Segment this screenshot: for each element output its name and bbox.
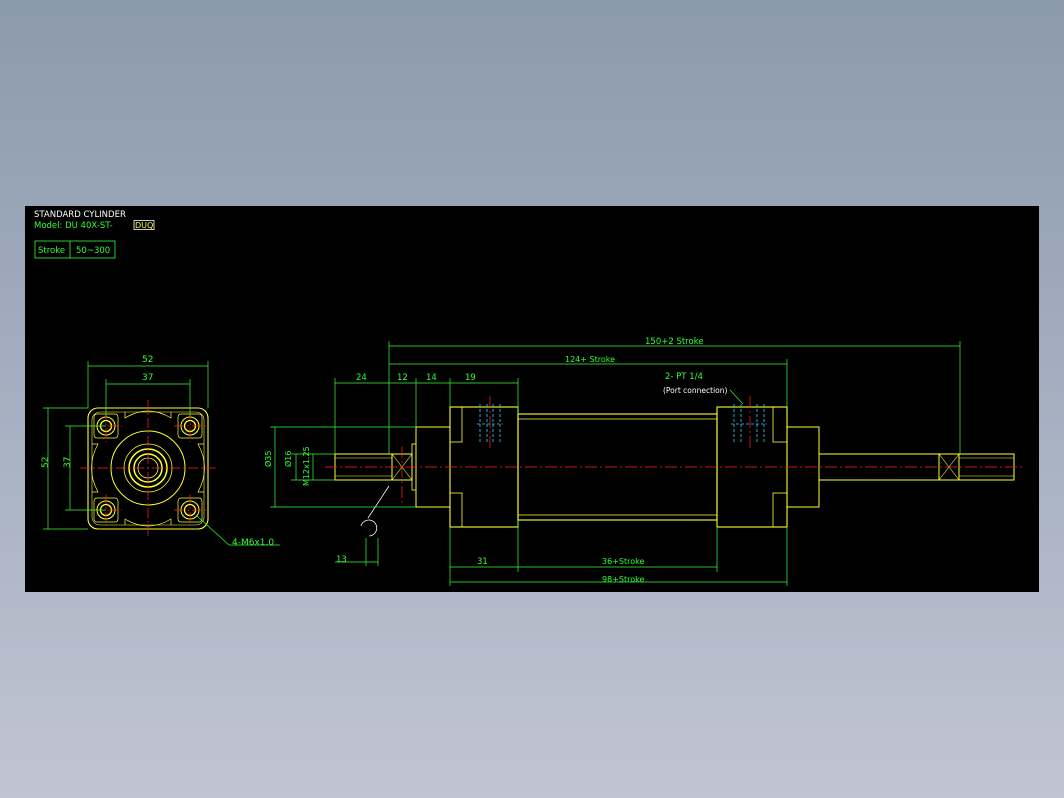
side-dimension-lines xyxy=(270,341,961,586)
model-label: Model: DU 40X-ST- xyxy=(34,221,113,231)
dim-thread: M12x1.25 xyxy=(302,446,311,486)
port-callout: 2- PT 1/4 xyxy=(665,372,703,382)
stroke-table xyxy=(34,240,116,259)
stroke-label: Stroke xyxy=(38,246,65,256)
dim-14: 14 xyxy=(426,373,437,383)
dim-24: 24 xyxy=(356,373,367,383)
dim-12: 12 xyxy=(397,373,408,383)
dim-end-height-inner: 37 xyxy=(63,457,73,468)
dim-36-stroke: 36+Stroke xyxy=(602,557,644,566)
end-dimension-lines xyxy=(43,361,280,546)
model-suffix-box xyxy=(133,220,155,230)
dim-98-stroke: 98+Stroke xyxy=(602,575,644,584)
dim-body-length: 124+ Stroke xyxy=(565,355,615,364)
end-recess-left xyxy=(91,443,99,493)
end-recess-right xyxy=(197,443,205,493)
front-rod-thread-hatch xyxy=(335,457,392,477)
model-suffix: DUQ xyxy=(135,221,153,230)
port-callout-note: (Port connection) xyxy=(663,386,728,395)
end-recess-top xyxy=(124,410,172,419)
drawing-title: STANDARD CYLINDER xyxy=(34,210,126,220)
dim-wrench-13: 13 xyxy=(336,555,347,565)
cad-drawing: STANDARD CYLINDER Model: DU 40X-ST- DUQ … xyxy=(34,210,1025,586)
dim-end-height-outer: 52 xyxy=(41,457,51,468)
dim-dia35: Ø35 xyxy=(263,451,273,467)
dim-19: 19 xyxy=(465,373,476,383)
dim-31: 31 xyxy=(477,557,488,567)
side-view: 150+2 Stroke 124+ Stroke 24 12 14 19 2- … xyxy=(263,337,1025,586)
stroke-range: 50~300 xyxy=(76,246,110,256)
hidden-port-lines xyxy=(477,404,767,442)
dim-overall-length: 150+2 Stroke xyxy=(645,337,704,347)
wrench-symbol xyxy=(360,485,390,537)
end-flange-inner xyxy=(91,411,205,526)
dim-end-width-outer: 52 xyxy=(142,355,153,365)
dim-dia16: Ø16 xyxy=(283,451,293,467)
dim-end-width-inner: 37 xyxy=(142,373,153,383)
side-centerlines xyxy=(325,396,1025,506)
dim-end-thread-note: 4-M6x1.0 xyxy=(232,538,274,548)
end-view: 52 37 52 37 4-M6x1.0 xyxy=(41,355,280,548)
cad-drawing-viewport[interactable]: STANDARD CYLINDER Model: DU 40X-ST- DUQ … xyxy=(25,206,1039,592)
